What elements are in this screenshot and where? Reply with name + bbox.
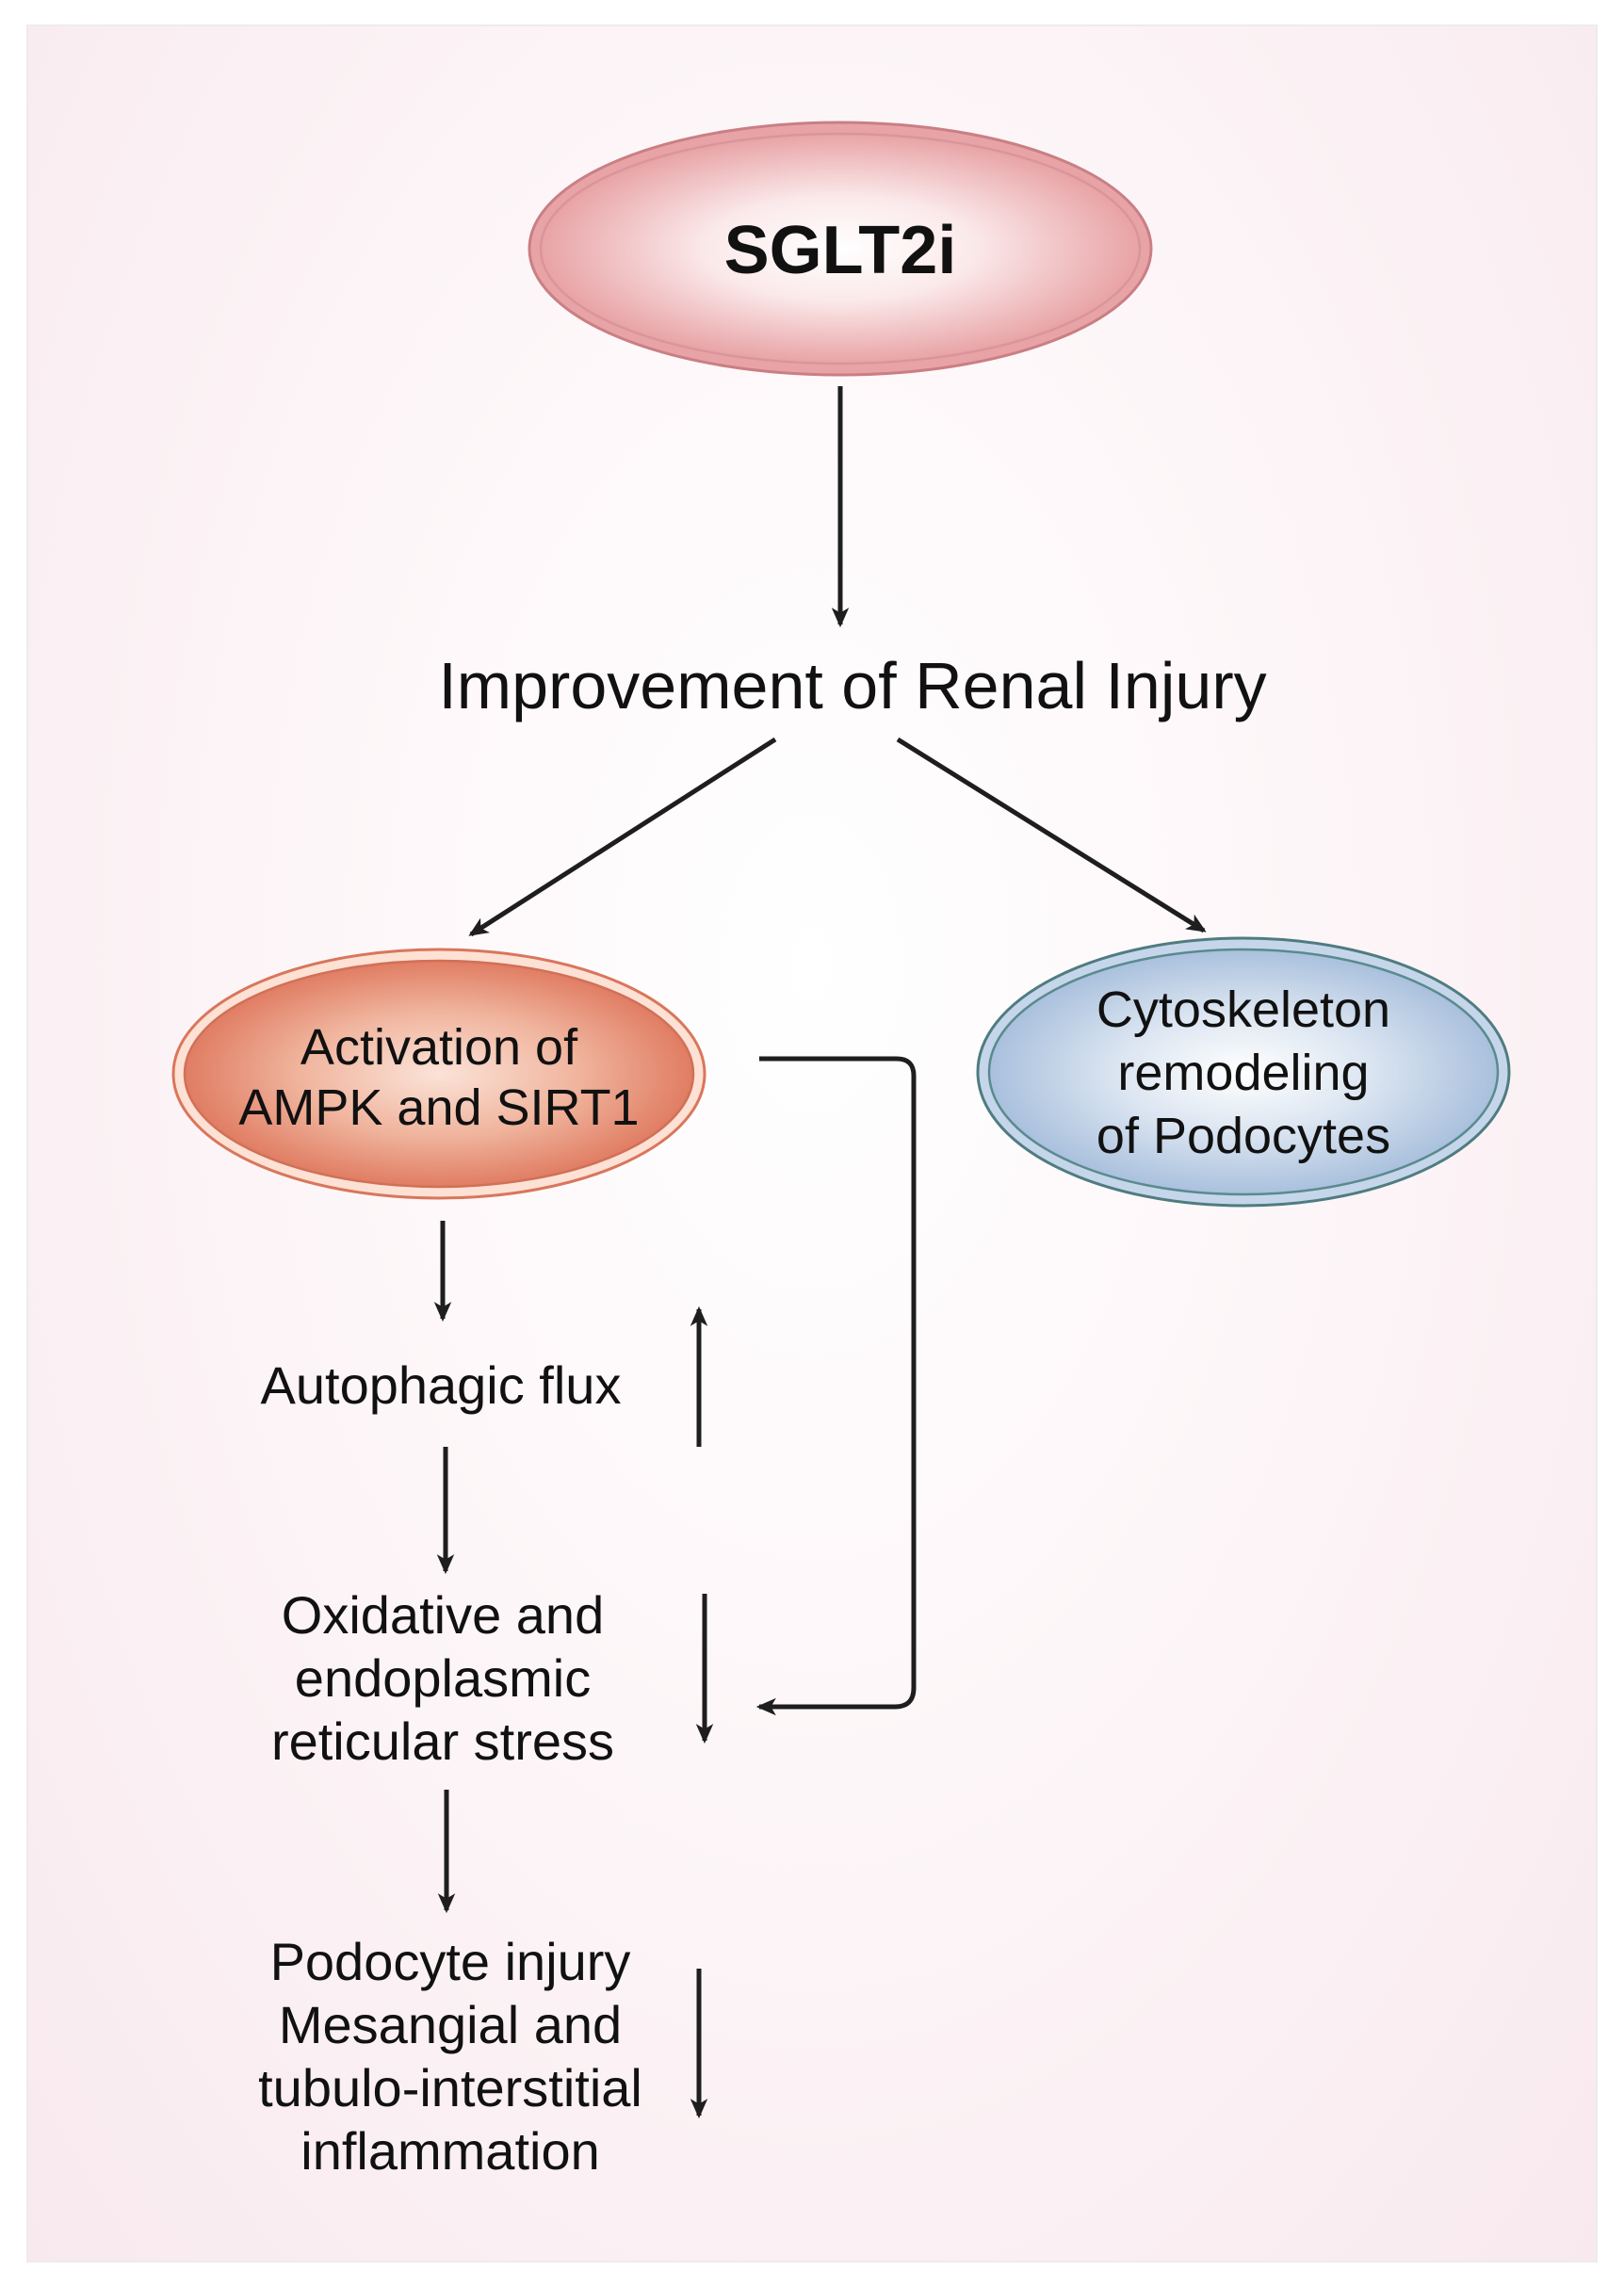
oxidative-line-2: endoplasmic [295, 1648, 591, 1708]
ampk-line-1: Activation of [300, 1019, 578, 1076]
cytoskeleton-node: Cytoskeleton remodeling of Podocytes [976, 936, 1511, 1208]
podocyte-line-4: inflammation [300, 2121, 599, 2181]
sglt2i-label: SGLT2i [724, 213, 957, 288]
arrow-improvement-to-ampk [468, 737, 777, 937]
ampk-line-2: AMPK and SIRT1 [238, 1079, 639, 1136]
oxidative-line-1: Oxidative and [282, 1585, 604, 1645]
sglt2i-node: SGLT2i [528, 121, 1153, 377]
arrow-improvement-to-cytoskeleton [896, 737, 1207, 933]
oxidative-line-3: reticular stress [271, 1711, 614, 1771]
bracket-arrow-ampk-to-oxidative [755, 1056, 917, 1716]
improvement-label: Improvement of Renal Injury [438, 649, 1266, 722]
cytoskeleton-line-1: Cytoskeleton [1096, 981, 1390, 1038]
ampk-sirt1-node: Activation of AMPK and SIRT1 [171, 948, 706, 1200]
autophagic-flux-label: Autophagic flux [261, 1355, 622, 1415]
cytoskeleton-line-2: remodeling [1117, 1045, 1369, 1101]
podocyte-line-2: Mesangial and [279, 1995, 622, 2054]
cytoskeleton-line-3: of Podocytes [1096, 1108, 1390, 1164]
podocyte-line-3: tubulo-interstitial [258, 2058, 642, 2117]
podocyte-line-1: Podocyte injury [270, 1932, 631, 1991]
